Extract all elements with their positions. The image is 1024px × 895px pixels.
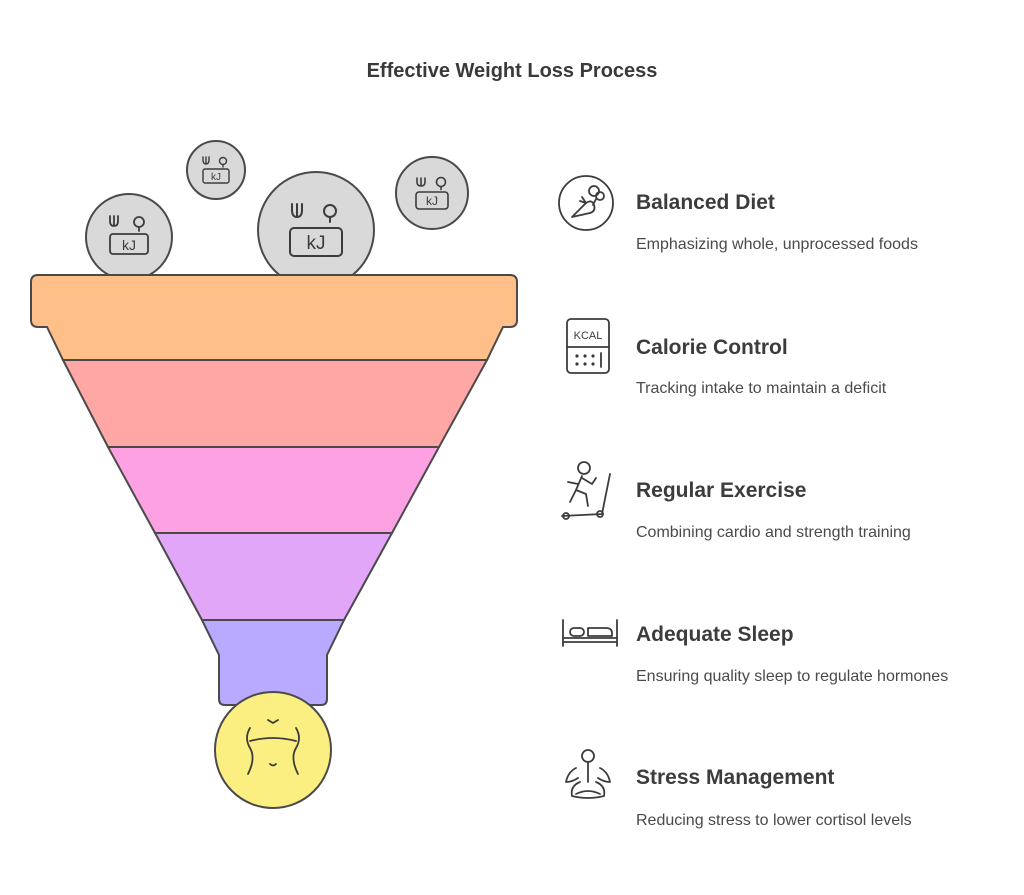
funnel-layer-adequate-sleep xyxy=(153,532,394,621)
item-title-regular-exercise: Regular Exercise xyxy=(636,479,807,502)
item-description-adequate-sleep: Ensuring quality sleep to regulate hormo… xyxy=(636,668,949,685)
fork-knife-kilojoule-icon xyxy=(289,203,343,257)
input-bubble-3: kJ xyxy=(257,171,375,289)
kj-label: kJ xyxy=(426,194,438,208)
input-bubble-4: kJ xyxy=(395,156,469,230)
diagram-title: Effective Weight Loss Process xyxy=(366,60,658,82)
kj-label: kJ xyxy=(307,233,326,254)
kj-label: kJ xyxy=(122,237,136,253)
funnel-layer-calorie-control xyxy=(61,359,489,448)
fork-knife-kilojoule-icon xyxy=(202,156,230,184)
funnel-layer-regular-exercise xyxy=(106,446,441,534)
item-title-calorie-control: Calorie Control xyxy=(636,336,788,359)
carrot-broccoli-icon xyxy=(558,175,614,231)
item-title-stress-management: Stress Management xyxy=(636,766,835,789)
fork-knife-kilojoule-icon xyxy=(415,176,449,210)
item-description-balanced-diet: Emphasizing whole, unprocessed foods xyxy=(636,236,918,253)
meditation-icon xyxy=(565,749,611,799)
item-title-balanced-diet: Balanced Diet xyxy=(636,191,775,214)
treadmill-runner-icon xyxy=(561,461,611,520)
fork-knife-kilojoule-icon xyxy=(109,215,149,255)
kj-label: kJ xyxy=(211,172,221,183)
funnel-layer-balanced-diet xyxy=(30,274,518,361)
bed-icon xyxy=(562,619,618,647)
slim-waist-icon xyxy=(246,719,300,775)
item-description-regular-exercise: Combining cardio and strength training xyxy=(636,524,911,541)
input-bubble-2: kJ xyxy=(186,140,246,200)
funnel-layer-stress-management xyxy=(200,619,346,706)
input-bubble-1: kJ xyxy=(85,193,173,281)
item-description-stress-management: Reducing stress to lower cortisol levels xyxy=(636,812,912,829)
kcal-calculator-icon: KCAL xyxy=(566,318,610,374)
kcal-label: KCAL xyxy=(574,330,603,342)
funnel-output xyxy=(214,691,332,809)
item-description-calorie-control: Tracking intake to maintain a deficit xyxy=(636,380,887,397)
item-title-adequate-sleep: Adequate Sleep xyxy=(636,623,794,646)
